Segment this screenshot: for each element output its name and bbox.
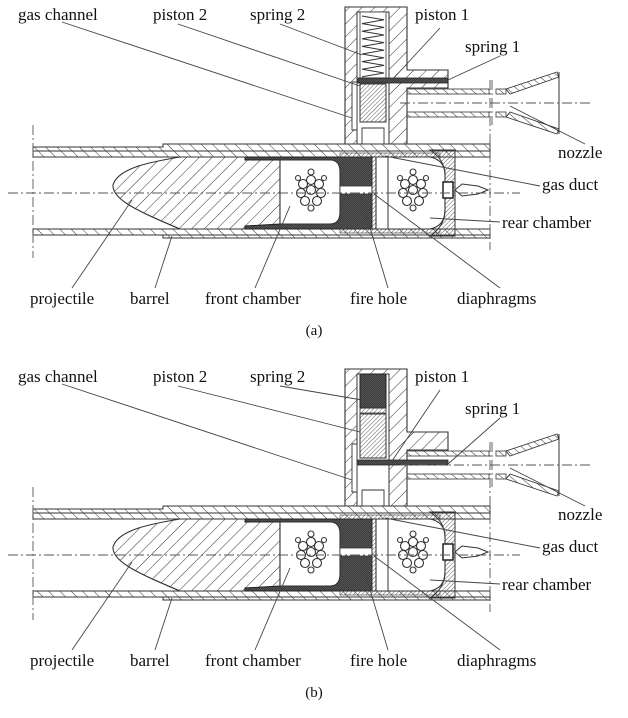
label-piston-2: piston 2 <box>153 367 207 386</box>
leader-spring-1 <box>447 55 501 81</box>
label-gas-channel: gas channel <box>18 367 98 386</box>
label-projectile: projectile <box>30 289 94 308</box>
label-front-chamber: front chamber <box>205 651 301 670</box>
leader-nozzle <box>509 467 586 507</box>
gas-duct <box>339 152 441 158</box>
label-front-chamber: front chamber <box>205 289 301 308</box>
gas-duct <box>339 514 441 520</box>
leader-projectile <box>71 199 133 289</box>
igniter <box>442 181 454 199</box>
leader-fire-hole <box>359 193 389 289</box>
piston-1 <box>357 459 449 466</box>
label-rear-chamber: rear chamber <box>502 575 592 594</box>
label-diaphragms: diaphragms <box>457 289 536 308</box>
label-gas-duct: gas duct <box>542 537 598 556</box>
label-barrel: barrel <box>130 651 170 670</box>
label-spring-1: spring 1 <box>465 37 520 56</box>
barrel-top-wall <box>32 505 491 514</box>
label-diaphragms: diaphragms <box>457 651 536 670</box>
piston-1 <box>357 77 449 84</box>
caption-a: (a) <box>306 323 323 339</box>
caption-b: (b) <box>305 685 323 701</box>
leader-gas-channel <box>61 383 353 481</box>
label-barrel: barrel <box>130 289 170 308</box>
leader-gas-channel <box>61 21 353 119</box>
label-piston-2: piston 2 <box>153 5 207 24</box>
gas-channel <box>351 81 358 131</box>
igniter-lead <box>454 183 490 197</box>
barrel-top-wall <box>32 143 491 152</box>
leader-rear-chamber <box>429 579 501 585</box>
label-fire-hole: fire hole <box>350 289 407 308</box>
leader-nozzle <box>509 105 586 145</box>
label-nozzle: nozzle <box>558 143 602 162</box>
valve-housing <box>344 6 449 145</box>
leader-gas-duct <box>384 517 541 549</box>
nozzle <box>400 71 590 135</box>
spring-2-coil <box>361 15 385 78</box>
leader-piston-1 <box>391 27 441 81</box>
label-rear-chamber: rear chamber <box>502 213 592 232</box>
label-spring-2: spring 2 <box>250 367 305 386</box>
igniter <box>442 543 454 561</box>
leader-diaphragms <box>373 193 501 289</box>
spring-2 <box>359 373 387 409</box>
label-gas-channel: gas channel <box>18 5 98 24</box>
igniter-lead <box>454 545 490 559</box>
nozzle <box>400 433 590 497</box>
panel-b: gas channel piston 2 spring 2 piston 1 sprin… <box>8 367 602 701</box>
leader-fire-hole <box>359 555 389 651</box>
label-piston-1: piston 1 <box>415 5 469 24</box>
leader-piston-2 <box>177 385 361 433</box>
leader-gas-duct <box>384 155 541 187</box>
gas-channel <box>351 443 358 493</box>
piston-2 <box>359 83 387 123</box>
leader-rear-chamber <box>429 217 501 223</box>
piston-2 <box>359 413 387 459</box>
front-chamber <box>244 518 373 592</box>
label-projectile: projectile <box>30 651 94 670</box>
leader-diaphragms <box>373 555 501 651</box>
leader-front-chamber <box>254 567 291 651</box>
label-spring-1: spring 1 <box>465 399 520 418</box>
leader-spring-2 <box>279 23 363 56</box>
leader-front-chamber <box>254 205 291 289</box>
valve-housing <box>344 368 449 507</box>
leader-barrel <box>154 597 173 651</box>
leader-piston-2 <box>177 23 361 87</box>
leader-spring-2 <box>279 385 363 401</box>
leader-spring-1 <box>447 417 501 465</box>
leader-barrel <box>154 235 173 289</box>
label-nozzle: nozzle <box>558 505 602 524</box>
panel-a: gas channel piston 2 spring 2 piston 1 sprin… <box>8 5 602 339</box>
front-chamber <box>244 156 373 230</box>
label-piston-1: piston 1 <box>415 367 469 386</box>
leader-piston-1 <box>391 389 441 462</box>
label-fire-hole: fire hole <box>350 651 407 670</box>
label-gas-duct: gas duct <box>542 175 598 194</box>
label-spring-2: spring 2 <box>250 5 305 24</box>
leader-projectile <box>71 561 133 651</box>
